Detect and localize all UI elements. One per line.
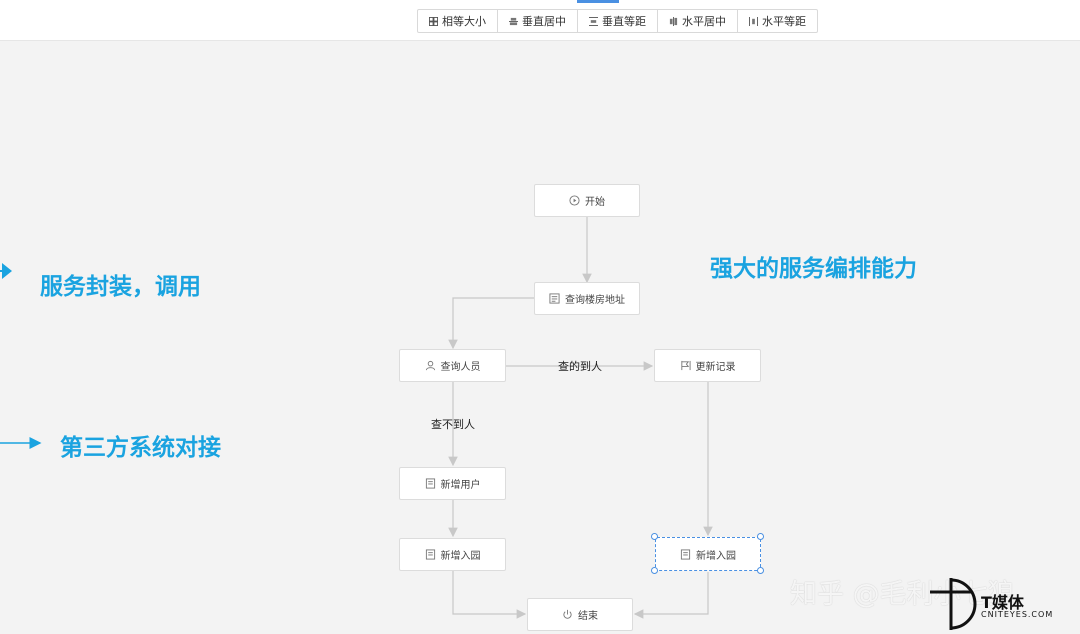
t-media-site: CNITEYES.COM bbox=[981, 610, 1054, 619]
equal-size-button[interactable]: 相等大小 bbox=[418, 10, 498, 32]
headline-third-party: 第三方系统对接 bbox=[60, 435, 221, 461]
vertical-distribute-button[interactable]: 垂直等距 bbox=[578, 10, 658, 32]
zhihu-watermark: 知乎 @毛利小七狼 bbox=[790, 579, 1015, 610]
horizontal-distribute-button[interactable]: 水平等距 bbox=[738, 10, 817, 32]
resize-handle-bottom-right[interactable] bbox=[757, 567, 764, 574]
node-query-address[interactable]: 查询楼房地址 bbox=[534, 282, 640, 315]
edge-label-found: 查的到人 bbox=[558, 360, 602, 373]
node-start-label: 开始 bbox=[585, 197, 605, 208]
resize-handle-top-right[interactable] bbox=[757, 533, 764, 540]
resize-handle-bottom-left[interactable] bbox=[651, 567, 658, 574]
node-add-entry-right[interactable]: 新增入园 bbox=[655, 537, 761, 571]
form-icon bbox=[549, 293, 560, 304]
play-circle-icon bbox=[569, 195, 580, 206]
document-icon bbox=[425, 478, 435, 489]
resize-handle-top-left[interactable] bbox=[651, 533, 658, 540]
top-bar: 相等大小 垂直居中 垂直等距 水平居中 水平等距 bbox=[0, 0, 1080, 41]
horizontal-distribute-icon bbox=[749, 16, 758, 26]
horizontal-center-button[interactable]: 水平居中 bbox=[658, 10, 738, 32]
align-toolbar: 相等大小 垂直居中 垂直等距 水平居中 水平等距 bbox=[417, 9, 818, 33]
node-end[interactable]: 结束 bbox=[527, 598, 633, 631]
power-icon bbox=[563, 609, 572, 619]
t-media-logo-icon bbox=[930, 578, 977, 630]
edge-entry-right-to-end bbox=[633, 572, 709, 619]
active-tab-indicator bbox=[577, 0, 619, 3]
horizontal-center-icon bbox=[669, 16, 678, 26]
document-icon bbox=[680, 548, 691, 560]
node-add-entry-right-label: 新增入园 bbox=[696, 550, 736, 562]
node-update-record[interactable]: 更新记录 bbox=[654, 349, 761, 382]
node-add-user[interactable]: 新增用户 bbox=[399, 467, 506, 500]
node-end-label: 结束 bbox=[578, 611, 598, 622]
equal-size-icon bbox=[429, 16, 438, 26]
node-query-person[interactable]: 查询人员 bbox=[399, 349, 506, 382]
vertical-distribute-icon bbox=[589, 16, 598, 26]
node-add-user-label: 新增用户 bbox=[440, 480, 481, 491]
left-arrow-head-top bbox=[2, 263, 12, 279]
headline-service-wrap: 服务封装，调用 bbox=[40, 274, 201, 300]
vertical-center-label: 垂直居中 bbox=[522, 15, 566, 28]
horizontal-distribute-label: 水平等距 bbox=[762, 15, 806, 28]
flag-icon bbox=[680, 360, 691, 371]
headline-service-capability: 强大的服务编排能力 bbox=[710, 256, 917, 282]
user-icon bbox=[425, 360, 435, 371]
node-add-entry-left-label: 新增入园 bbox=[440, 551, 481, 562]
edge-label-not-found: 查不到人 bbox=[431, 418, 475, 431]
equal-size-label: 相等大小 bbox=[442, 15, 486, 28]
t-media-name: T媒体 bbox=[981, 593, 1024, 612]
node-query-address-label: 查询楼房地址 bbox=[565, 295, 625, 306]
edge-entry-to-end bbox=[452, 571, 527, 619]
horizontal-center-label: 水平居中 bbox=[682, 15, 726, 28]
vertical-center-icon bbox=[509, 17, 518, 25]
node-query-person-label: 查询人员 bbox=[440, 362, 481, 373]
edge-address-to-person bbox=[448, 297, 534, 350]
document-icon bbox=[425, 549, 435, 560]
node-add-entry-left[interactable]: 新增入园 bbox=[399, 538, 506, 571]
vertical-center-button[interactable]: 垂直居中 bbox=[498, 10, 578, 32]
vertical-distribute-label: 垂直等距 bbox=[602, 15, 646, 28]
node-start[interactable]: 开始 bbox=[534, 184, 640, 217]
node-update-record-label: 更新记录 bbox=[695, 362, 736, 373]
